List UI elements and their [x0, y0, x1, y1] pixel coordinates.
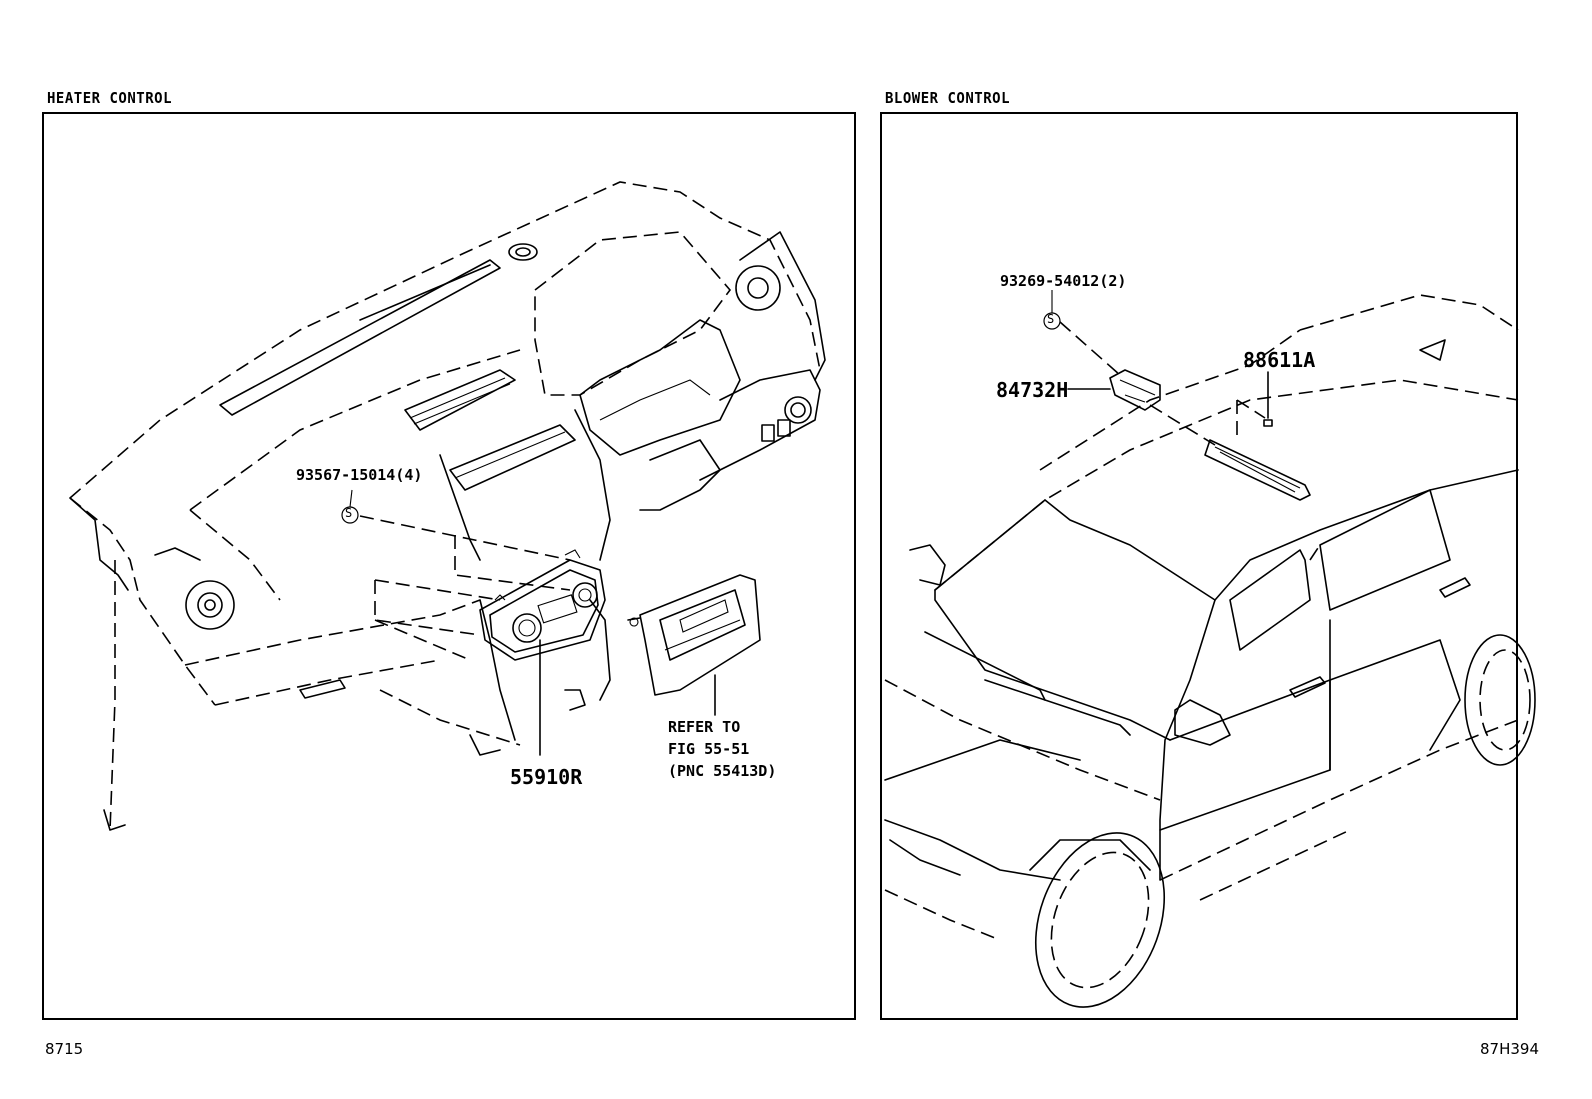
- heater-control-part-number: 55910R: [510, 765, 583, 789]
- screw-leader-heater: [349, 489, 353, 508]
- blower-sensor-part-number: 88611A: [1243, 348, 1316, 372]
- blower-control-title: BLOWER CONTROL: [885, 90, 1011, 108]
- blower-screw-part-number: 93269-54012(2): [1000, 272, 1127, 290]
- heater-control-panel: [42, 112, 856, 1020]
- refer-line-1: REFER TO: [668, 718, 741, 736]
- blower-switch-part-number: 84732H: [996, 378, 1069, 402]
- dashboard-illustration: [69, 181, 826, 831]
- footer-left-code: 8715: [45, 1040, 84, 1058]
- footer-right-code: 87H394: [1480, 1040, 1539, 1058]
- blower-control-panel: [880, 112, 1518, 1020]
- screw-marker-blower: S: [1047, 312, 1055, 326]
- screw-marker-heater: S: [345, 506, 353, 520]
- heater-screw-part-number: 93567-15014(4): [296, 466, 423, 484]
- refer-line-3: (PNC 55413D): [668, 762, 777, 780]
- heater-control-title: HEATER CONTROL: [47, 90, 173, 108]
- vehicle-illustration: [884, 294, 1536, 1008]
- refer-line-2: FIG 55-51: [668, 740, 750, 758]
